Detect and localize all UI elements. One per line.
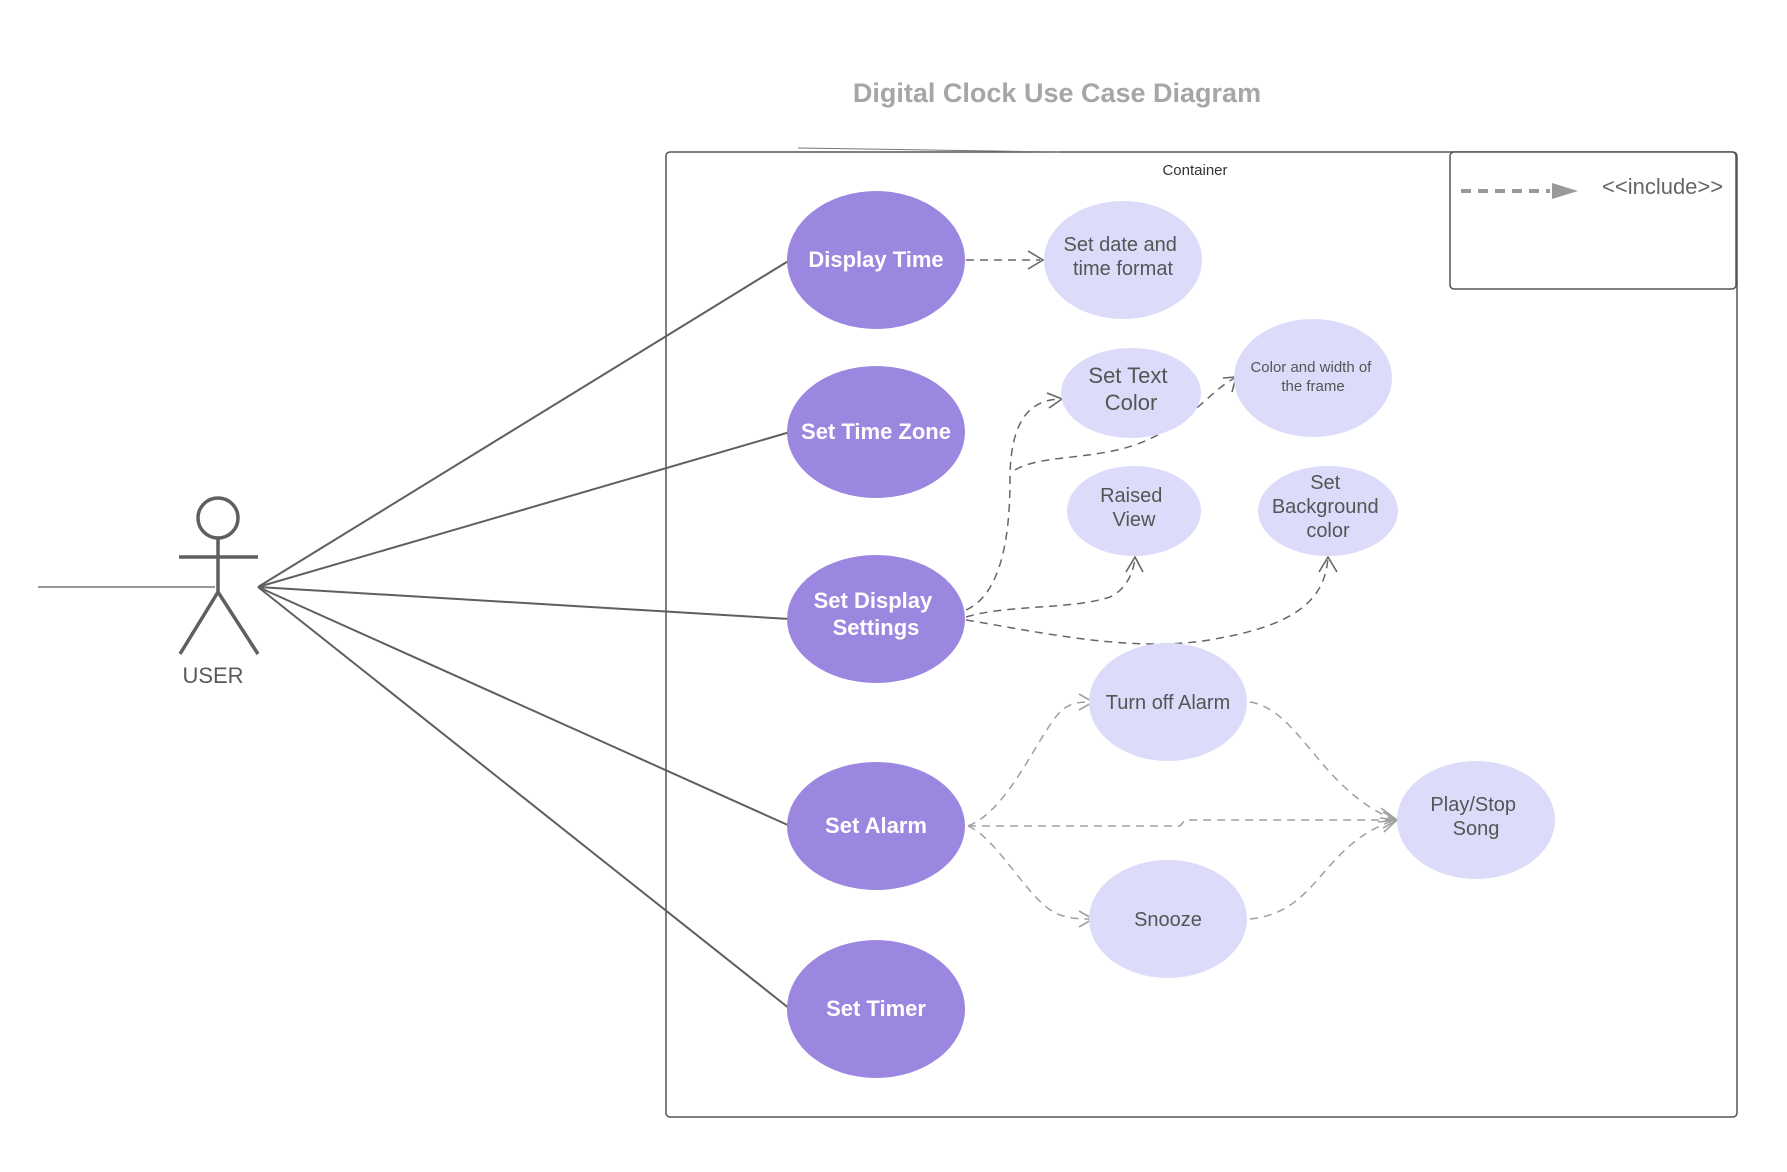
use-case-label: View bbox=[1113, 509, 1157, 531]
svg-text:Set Text Color: Set Text Color bbox=[1088, 363, 1173, 415]
legend-arrowhead bbox=[1552, 183, 1578, 199]
include-alarm-turn-off bbox=[967, 701, 1091, 827]
use-case-label: Color bbox=[1105, 390, 1158, 415]
system-boundary bbox=[665, 151, 1738, 1118]
use-case-label: the frame bbox=[1281, 378, 1344, 395]
include-snooze-song bbox=[1249, 819, 1396, 920]
arrowhead-icon bbox=[1027, 250, 1045, 270]
use-case-label: time format bbox=[1073, 258, 1173, 280]
svg-text:Snooze: Snooze bbox=[1134, 909, 1202, 931]
actor-label: USER bbox=[182, 663, 243, 688]
use-case-turn-off-alarm[interactable]: Turn off Alarm bbox=[1089, 643, 1247, 761]
use-case-label: Background bbox=[1272, 496, 1379, 518]
use-case-label: Set Text bbox=[1088, 363, 1167, 388]
svg-text:Color and width of the: Color and width of the frame bbox=[1250, 359, 1375, 395]
use-case-label: Set Display bbox=[814, 588, 933, 613]
use-case-label: Set Timer bbox=[826, 996, 926, 1021]
include-display-background bbox=[965, 557, 1329, 645]
association-set-alarm bbox=[257, 586, 791, 827]
svg-text:Set Alarm: Set Alarm bbox=[825, 813, 927, 838]
use-case-raised-view[interactable]: Raised View bbox=[1067, 466, 1201, 556]
legend-box bbox=[1449, 151, 1737, 290]
diagram-title: Digital Clock Use Case Diagram bbox=[853, 78, 1261, 108]
use-case-label: Raised bbox=[1100, 485, 1162, 507]
legend-label: <<include>> bbox=[1602, 174, 1723, 199]
included-use-cases: Set date and time format Set Text Color … bbox=[1044, 201, 1555, 978]
use-case-set-text-color[interactable]: Set Text Color bbox=[1061, 348, 1201, 438]
association-display-time bbox=[257, 259, 791, 588]
associations bbox=[257, 259, 791, 1010]
svg-text:Set Background: Set Background color bbox=[1272, 472, 1384, 542]
actor-user: USER bbox=[38, 496, 260, 688]
use-case-set-date-time-format[interactable]: Set date and time format bbox=[1044, 201, 1202, 319]
svg-text:Play/Stop Song: Play/Stop Song bbox=[1430, 794, 1521, 840]
svg-text:Set Display Settings: Set Display Settings bbox=[814, 588, 939, 640]
arrowhead-icon bbox=[1125, 555, 1144, 573]
use-case-display-time[interactable]: Display Time bbox=[787, 191, 965, 329]
use-case-set-timer[interactable]: Set Timer bbox=[787, 940, 965, 1078]
include-display-raised-view bbox=[965, 557, 1136, 618]
use-case-color-width-frame[interactable]: Color and width of the frame bbox=[1234, 319, 1392, 437]
include-display-text-color bbox=[965, 398, 1061, 611]
use-case-label: Display Time bbox=[808, 247, 943, 272]
svg-text:Turn off Alarm: Turn off Alarm bbox=[1106, 692, 1231, 714]
use-case-set-time-zone[interactable]: Set Time Zone bbox=[787, 366, 965, 498]
use-case-set-background-color[interactable]: Set Background color bbox=[1258, 466, 1398, 556]
use-case-label: Snooze bbox=[1134, 909, 1202, 931]
use-case-label: Set Time Zone bbox=[801, 419, 951, 444]
include-alarm-song bbox=[968, 819, 1395, 827]
use-case-label: Set date and bbox=[1064, 234, 1177, 256]
svg-text:Set date and time form: Set date and time format bbox=[1064, 234, 1183, 280]
use-case-label: Song bbox=[1453, 818, 1500, 840]
include-relations bbox=[965, 250, 1400, 928]
use-case-play-stop-song[interactable]: Play/Stop Song bbox=[1397, 761, 1555, 879]
svg-text:Set Timer: Set Timer bbox=[826, 996, 926, 1021]
use-case-label: Settings bbox=[833, 615, 920, 640]
include-display-frame bbox=[1014, 377, 1236, 471]
legend: <<include>> bbox=[1449, 151, 1737, 290]
boundary-top-stub bbox=[797, 147, 1061, 153]
svg-text:Display Time: Display Time bbox=[808, 247, 943, 272]
stick-figure-icon bbox=[178, 496, 260, 655]
use-case-label: Color and width of bbox=[1250, 359, 1372, 376]
use-case-set-display-settings[interactable]: Set Display Settings bbox=[787, 555, 965, 683]
svg-text:Raised View: Raised View bbox=[1100, 485, 1168, 531]
use-case-label: Set Alarm bbox=[825, 813, 927, 838]
association-set-timer bbox=[257, 586, 791, 1010]
use-case-label: Set bbox=[1310, 472, 1340, 494]
association-set-time-zone bbox=[257, 431, 791, 588]
primary-use-cases: Display Time Set Time Zone Set Display S… bbox=[787, 191, 965, 1078]
use-case-snooze[interactable]: Snooze bbox=[1089, 860, 1247, 978]
use-case-label: Play/Stop bbox=[1430, 794, 1516, 816]
container-label: Container bbox=[1162, 162, 1227, 179]
include-alarm-snooze bbox=[967, 825, 1091, 920]
svg-text:Set Time Zone: Set Time Zone bbox=[801, 419, 951, 444]
use-case-label: Turn off Alarm bbox=[1106, 692, 1231, 714]
arrowhead-icon bbox=[1318, 555, 1338, 573]
association-set-display-settings bbox=[257, 586, 791, 620]
use-case-set-alarm[interactable]: Set Alarm bbox=[787, 762, 965, 890]
use-case-label: color bbox=[1306, 520, 1350, 542]
include-turnoff-song bbox=[1249, 701, 1396, 821]
